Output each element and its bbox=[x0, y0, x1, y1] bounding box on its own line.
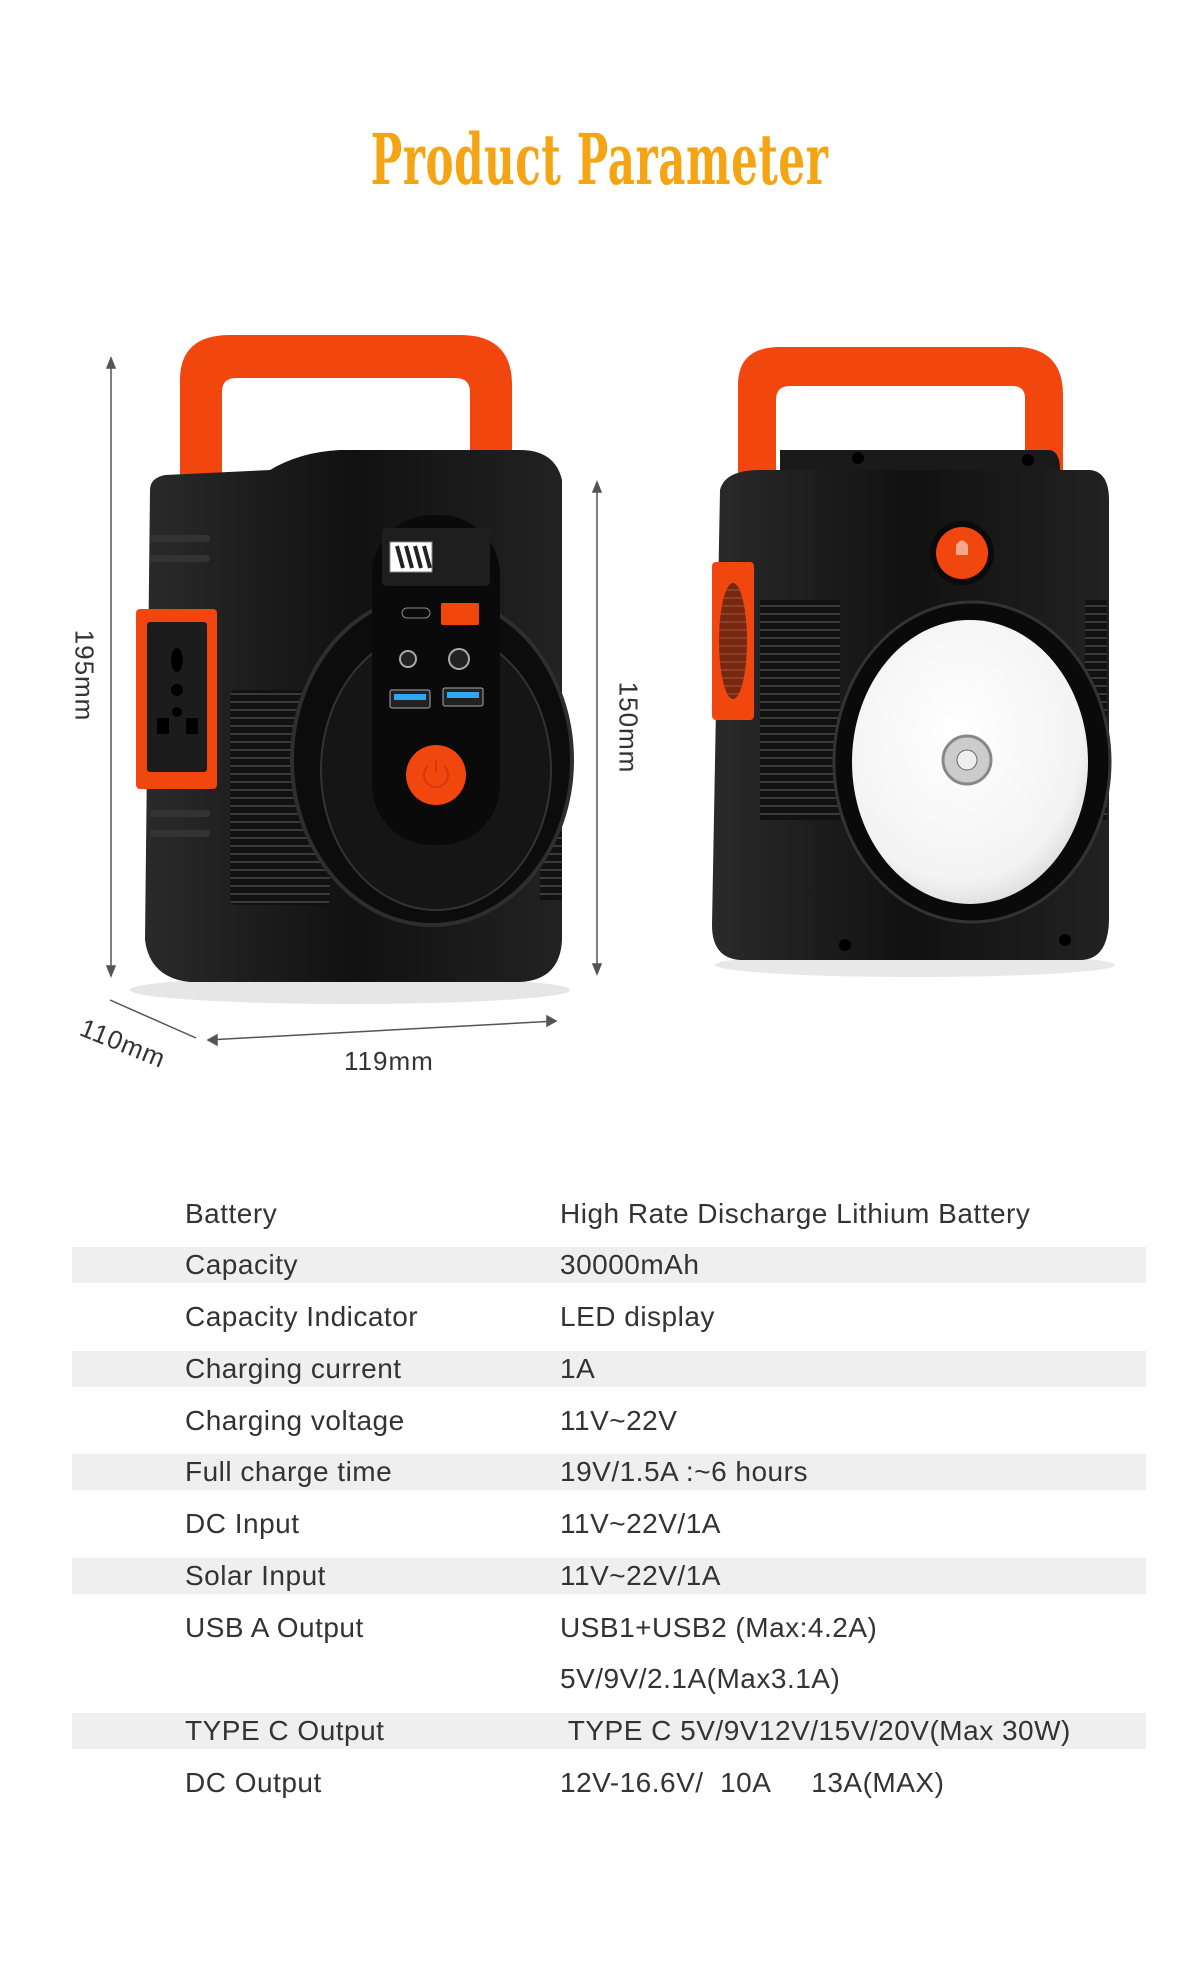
spec-label: TYPE C Output bbox=[185, 1715, 385, 1746]
spec-row: 5V/9V/2.1A(Max3.1A) bbox=[72, 1661, 1146, 1697]
spec-row: Solar Input 11V~22V/1A bbox=[72, 1558, 1146, 1594]
spec-label: Charging voltage bbox=[185, 1405, 405, 1436]
spec-row: Charging voltage 11V~22V bbox=[72, 1403, 1146, 1439]
page-title: Product Parameter bbox=[0, 118, 1200, 201]
spec-label: Capacity Indicator bbox=[185, 1301, 419, 1332]
usb-a-port-1 bbox=[394, 694, 426, 700]
spec-label: DC Input bbox=[185, 1508, 300, 1539]
spec-row: Charging current 1A bbox=[72, 1351, 1146, 1387]
spec-row: Full charge time 19V/1.5A :~6 hours bbox=[72, 1454, 1146, 1490]
spec-label: USB A Output bbox=[185, 1612, 364, 1643]
power-station-front-view bbox=[130, 335, 574, 1004]
spec-label: Solar Input bbox=[185, 1560, 326, 1591]
spec-row: USB A Output USB1+USB2 (Max:4.2A) bbox=[72, 1610, 1146, 1646]
spec-row: TYPE C Output TYPE C 5V/9V12V/15V/20V(Ma… bbox=[72, 1713, 1146, 1749]
spec-value: LED display bbox=[560, 1301, 715, 1332]
spec-value: 30000mAh bbox=[560, 1249, 700, 1280]
spec-value: 11V~22V/1A bbox=[560, 1508, 721, 1539]
ac-outlet bbox=[147, 622, 207, 772]
dc-in-port bbox=[399, 650, 417, 668]
spec-label: Battery bbox=[185, 1198, 278, 1229]
spec-value: 19V/1.5A :~6 hours bbox=[560, 1456, 808, 1487]
product-images bbox=[105, 335, 1115, 1047]
spec-value: High Rate Discharge Lithium Battery bbox=[560, 1198, 1031, 1229]
lamp-handle bbox=[738, 347, 1063, 500]
spec-value: 11V~22V/1A bbox=[560, 1560, 721, 1591]
spec-row: Battery High Rate Discharge Lithium Batte… bbox=[72, 1196, 1146, 1232]
usb-c-port bbox=[401, 607, 431, 619]
spec-label: Charging current bbox=[185, 1353, 402, 1384]
height-total-label: 195mm bbox=[69, 629, 100, 722]
spec-value: 12V-16.6V/ 10A 13A(MAX) bbox=[560, 1767, 945, 1798]
spec-label: Full charge time bbox=[185, 1456, 393, 1487]
spec-value: 5V/9V/2.1A(Max3.1A) bbox=[560, 1663, 841, 1694]
power-station-lamp-view bbox=[712, 347, 1115, 977]
handle-orange bbox=[180, 335, 512, 505]
width-label: 119mm bbox=[344, 1046, 434, 1076]
spec-row: DC Input 11V~22V/1A bbox=[72, 1506, 1146, 1542]
dimension-lines bbox=[105, 355, 603, 1047]
control-panel bbox=[372, 515, 500, 845]
spec-value: USB1+USB2 (Max:4.2A) bbox=[560, 1612, 878, 1643]
spec-label: Capacity bbox=[185, 1249, 298, 1280]
spec-row: DC Output 12V-16.6V/ 10A 13A(MAX) bbox=[72, 1765, 1146, 1801]
spec-label: DC Output bbox=[185, 1767, 322, 1798]
dc-out-port bbox=[448, 648, 470, 670]
page-title-text: Product Parameter bbox=[371, 118, 829, 201]
height-body-label: 150mm bbox=[613, 681, 644, 774]
usb-a-port-2 bbox=[447, 692, 479, 698]
power-button bbox=[406, 745, 466, 805]
spec-value: TYPE C 5V/9V12V/15V/20V(Max 30W) bbox=[560, 1715, 1071, 1746]
spec-value: 11V~22V bbox=[560, 1405, 678, 1436]
spec-value: 1A bbox=[560, 1353, 596, 1384]
ac-button bbox=[441, 603, 479, 625]
spec-row: Capacity Indicator LED display bbox=[72, 1299, 1146, 1335]
spec-row: Capacity 30000mAh bbox=[72, 1247, 1146, 1283]
